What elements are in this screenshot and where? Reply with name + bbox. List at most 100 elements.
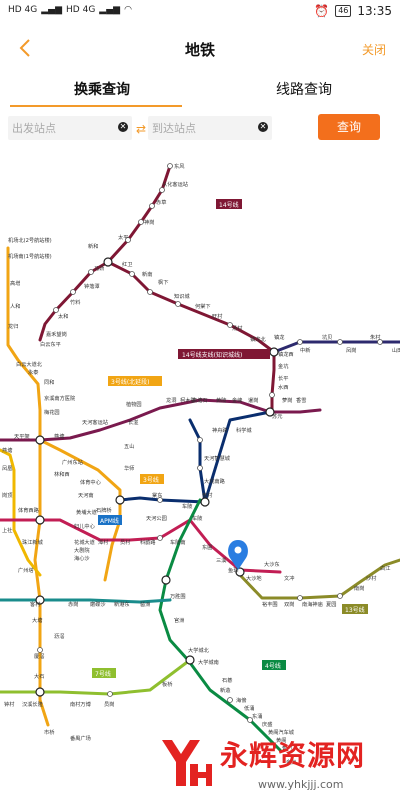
station-label: 广州东站 [62, 458, 83, 466]
station-dot[interactable] [337, 593, 343, 599]
station-dot[interactable] [70, 289, 76, 295]
line-label-bg [92, 668, 116, 678]
station-label: 黄阁汽车城 [268, 728, 295, 736]
interchange-icon[interactable] [200, 497, 210, 507]
metro-map[interactable]: 14号线 14号线支线(知识城线) 3号线(北延段) 3号线 APM线 7号线 … [0, 148, 400, 800]
station-label: 番禺广场 [70, 734, 91, 742]
interchange-icon[interactable] [35, 595, 45, 605]
tab-line-query[interactable]: 线路查询 [276, 82, 332, 98]
station-dot[interactable] [175, 301, 181, 307]
station-dot[interactable] [227, 322, 233, 328]
line-label-bg [108, 376, 162, 386]
swap-stations-icon[interactable]: ⇄ [136, 122, 147, 136]
interchange-icon[interactable] [265, 407, 275, 417]
query-button[interactable]: 查询 [318, 114, 380, 140]
line-6-path [0, 398, 272, 442]
station-label: 旺村 [212, 312, 222, 320]
station-dot[interactable] [147, 289, 153, 295]
station-dot[interactable] [138, 219, 144, 225]
station-label: 香雪 [296, 396, 306, 404]
station-label: 鱼珠 [228, 566, 239, 574]
station-label: 黄陂 [216, 396, 226, 404]
station-label: 龙归 [8, 322, 18, 330]
location-pin-icon[interactable] [228, 540, 248, 570]
station-dot[interactable] [157, 535, 163, 541]
station-label: 市桥 [44, 728, 55, 736]
station-label: 妇儿中心 [74, 522, 95, 530]
from-station-input[interactable] [8, 116, 116, 140]
interchange-icon[interactable] [269, 347, 279, 357]
station-label: 同和 [44, 378, 54, 386]
tab-transfer-query[interactable]: 换乘查询 [74, 82, 130, 98]
station-label: 官洲 [174, 616, 184, 624]
status-right: ⏰ 46 13:35 [314, 4, 392, 18]
station-label: 太平 [118, 233, 128, 241]
station-label: 枫下 [158, 278, 168, 286]
station-label: 凤凰 [2, 465, 13, 472]
station-dot[interactable] [227, 697, 233, 703]
station-label: 植物园 [126, 400, 142, 408]
station-label: 东圃 [202, 543, 212, 551]
station-label: 坑贝 [322, 333, 332, 341]
station-label: 白云东平 [40, 340, 61, 348]
interchange-icon[interactable] [35, 515, 45, 525]
station-label: 体育西路 [18, 506, 40, 514]
station-label: 客村 [30, 600, 40, 608]
station-label: 赤草 [156, 198, 166, 206]
clear-from-icon[interactable]: ✕ [118, 122, 128, 132]
line-6-east-path [268, 408, 322, 414]
station-dot[interactable] [129, 271, 135, 277]
interchange-icon[interactable] [161, 575, 171, 585]
status-time: 13:35 [357, 4, 392, 18]
status-bar: HD 4G ▂▄▆ HD 4G ▂▄▆ ◠ ⏰ 46 13:35 [0, 0, 400, 26]
station-dot[interactable] [53, 307, 59, 313]
interchange-icon[interactable] [103, 257, 113, 267]
station-dot[interactable] [159, 187, 165, 193]
close-button[interactable]: 关闭 [361, 43, 386, 57]
station-dot[interactable] [149, 203, 155, 209]
to-station-field: ✕ [148, 116, 272, 140]
station-label: 体育中心 [80, 478, 101, 486]
station-dot[interactable] [337, 339, 343, 345]
station-dot[interactable] [269, 392, 275, 398]
interchange-icon[interactable] [35, 687, 45, 697]
interchange-icon[interactable] [115, 495, 125, 505]
interchange-icon[interactable] [35, 435, 45, 445]
station-label: 新造 [220, 686, 231, 694]
back-chevron-icon[interactable] [18, 38, 38, 62]
station-label: 暹岗 [248, 397, 258, 404]
station-label: 红卫 [122, 260, 132, 268]
station-dot[interactable] [37, 647, 43, 653]
station-dot[interactable] [297, 339, 303, 345]
clear-to-icon[interactable]: ✕ [258, 122, 268, 132]
line-8-path [0, 598, 172, 604]
station-label: 林和西 [54, 470, 70, 478]
network-indicator-a: HD 4G [8, 5, 38, 15]
station-dot[interactable] [107, 691, 113, 697]
station-dot[interactable] [197, 437, 203, 443]
station-label: 天河南 [78, 491, 94, 499]
station-label: 大沙地 [246, 574, 262, 582]
station-label: 燕塘 [54, 432, 64, 440]
station-dot[interactable] [88, 269, 94, 275]
line-2b-path [188, 418, 207, 504]
station-dot[interactable] [197, 465, 203, 471]
station-label: 大塘 [32, 616, 42, 624]
station-label: 低涌 [244, 704, 254, 712]
page-title: 地铁 [184, 41, 215, 59]
station-label: 新南 [142, 270, 152, 278]
station-dot[interactable] [247, 717, 253, 723]
station-label: 竹料 [70, 298, 80, 306]
station-label: 大沙东 [264, 560, 280, 568]
search-row: ✕ ⇄ ✕ 查询 [0, 110, 400, 146]
station-dot[interactable] [157, 497, 163, 503]
station-dot[interactable] [377, 339, 383, 345]
to-station-input[interactable] [148, 116, 256, 140]
station-dot[interactable] [167, 163, 173, 169]
station-dot[interactable] [297, 595, 303, 601]
station-label: 科学城 [236, 426, 252, 434]
station-label: 万胜围 [170, 592, 186, 600]
interchange-icon[interactable] [185, 655, 195, 665]
line-label-7: 7号线 [95, 670, 111, 678]
station-dot[interactable] [125, 237, 131, 243]
